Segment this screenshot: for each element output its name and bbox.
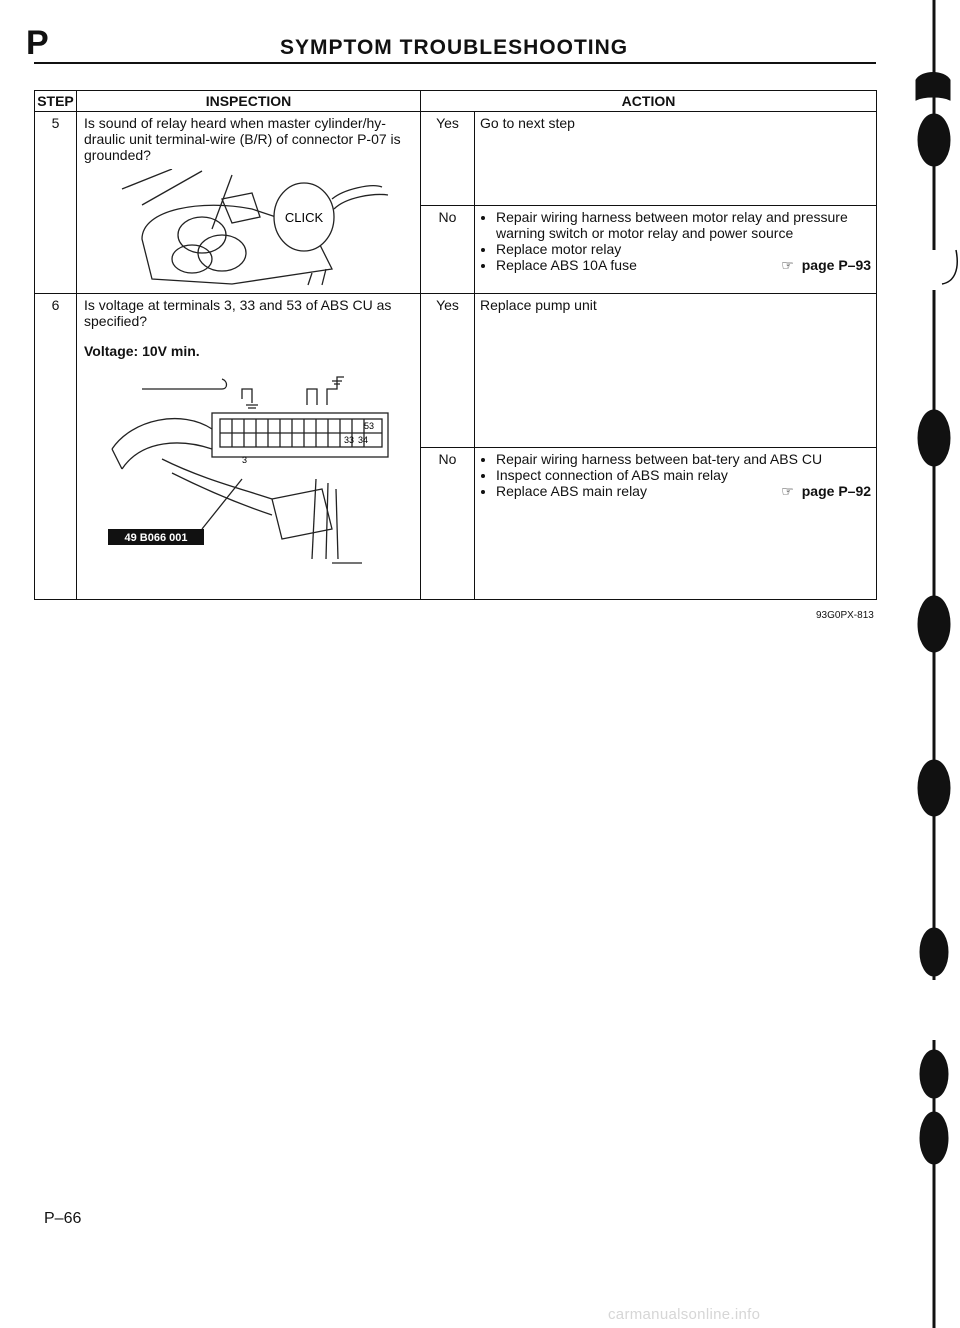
yes-action: Replace pump unit [473, 293, 878, 448]
terminal-label: 34 [358, 435, 368, 445]
yes-label: Yes [420, 111, 475, 206]
step-number: 6 [34, 293, 77, 600]
table-row: No Repair wiring harness between bat-ter… [35, 447, 878, 600]
page-reference: ☞ page P–93 [781, 257, 871, 273]
inspection-cell: Is sound of relay heard when master cyli… [76, 111, 421, 294]
page-reference: ☞ page P–92 [781, 483, 871, 499]
binder-edge-marks [915, 0, 958, 1328]
page-reference-text: page P–93 [801, 257, 872, 274]
yes-action: Go to next step [473, 111, 878, 206]
column-header-step: STEP [34, 90, 77, 112]
list-item: Repair wiring harness between bat-tery a… [496, 451, 871, 467]
inspection-cell: Is voltage at terminals 3, 33 and 53 of … [76, 293, 421, 600]
no-actions-cell: Repair wiring harness between bat-tery a… [473, 447, 878, 600]
footer-url: carmanualsonline.info [608, 1306, 761, 1323]
terminal-label: 3 [242, 455, 247, 465]
list-item: Replace motor relay [496, 241, 871, 257]
click-label: CLICK [285, 210, 324, 225]
inspection-question: Is sound of relay heard when master cyli… [84, 115, 401, 164]
column-header-inspection: INSPECTION [76, 90, 421, 112]
list-item: Replace ABS main relay ☞ page P–92 [496, 483, 871, 499]
header-rule [34, 62, 876, 64]
table-row: 6 Is voltage at terminals 3, 33 and 53 o… [34, 293, 878, 600]
section-letter: P [26, 24, 49, 62]
click-callout [273, 182, 335, 252]
tool-number-text: 49 B066 001 [125, 532, 188, 544]
column-header-action: ACTION [419, 90, 878, 112]
page-number: P–66 [44, 1210, 82, 1227]
no-label: No [420, 447, 475, 600]
list-item: Inspect connection of ABS main relay [496, 467, 871, 483]
page-reference-icon: ☞ [781, 257, 794, 274]
page-reference-text: page P–92 [801, 483, 872, 500]
step-number: 5 [34, 111, 77, 294]
yes-label: Yes [420, 293, 475, 448]
no-actions-cell: Repair wiring harness between motor rela… [473, 205, 878, 294]
table-row: 5 Is sound of relay heard when master cy… [34, 111, 878, 294]
action-text: Replace ABS 10A fuse [496, 257, 637, 274]
inspection-question: Is voltage at terminals 3, 33 and 53 of … [84, 297, 392, 330]
relay-click-illustration: CLICK [121, 169, 389, 286]
figure-code: 93G0PX-813 [816, 610, 874, 621]
action-list: Repair wiring harness between bat-tery a… [480, 451, 871, 499]
action-text: Replace ABS main relay [496, 483, 647, 500]
tool-number-badge [108, 529, 204, 546]
action-list: Repair wiring harness between motor rela… [480, 209, 871, 273]
list-item: Repair wiring harness between motor rela… [496, 209, 871, 241]
table-header-row: STEP INSPECTION ACTION [34, 90, 878, 112]
page-reference-icon: ☞ [781, 483, 794, 500]
abs-cu-voltage-illustration: 3 33 34 53 49 B066 001 [108, 376, 389, 564]
page-title: SYMPTOM TROUBLESHOOTING [280, 36, 629, 59]
no-label: No [420, 205, 475, 294]
terminal-label: 53 [364, 421, 374, 431]
voltage-spec: Voltage: 10V min. [84, 343, 200, 360]
terminal-label: 33 [344, 435, 354, 445]
list-item: Replace ABS 10A fuse ☞ page P–93 [496, 257, 871, 273]
troubleshooting-table: STEP INSPECTION ACTION 5 Is sound of rel… [34, 90, 878, 600]
